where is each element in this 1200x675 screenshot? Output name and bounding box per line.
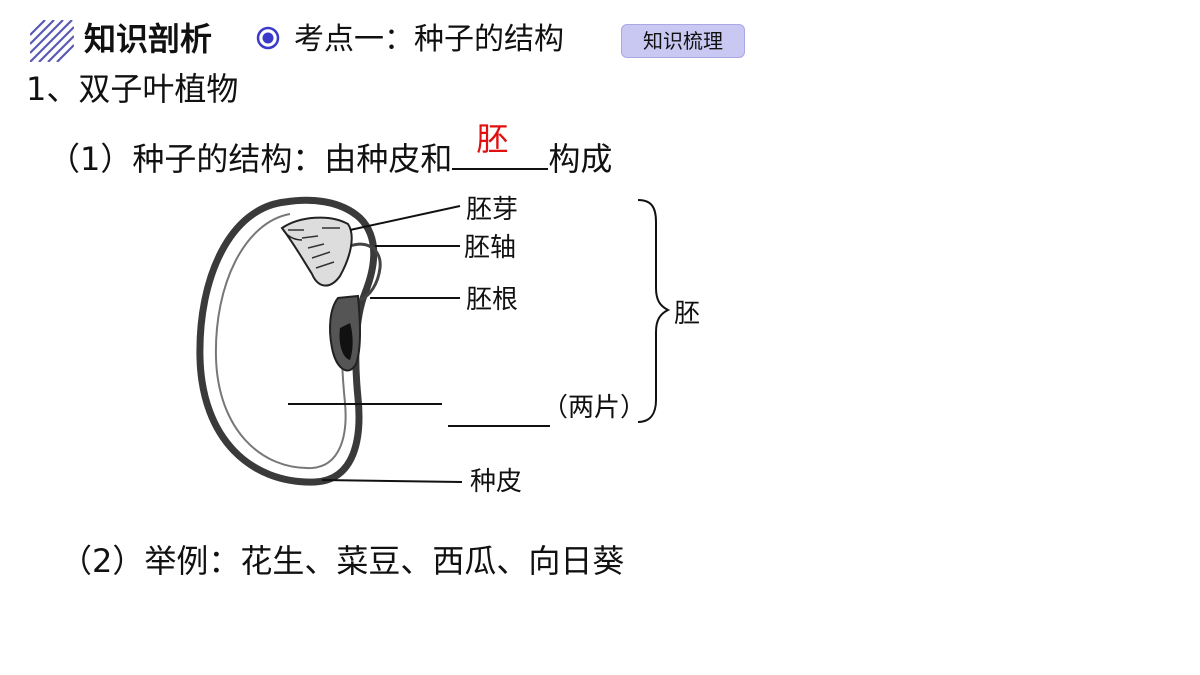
label-cotyledon-note: （两片） [542, 393, 646, 423]
topic-title: 考点一：种子的结构 [294, 22, 564, 57]
hypocotyl-shape [349, 242, 382, 302]
cotyledon-outline [214, 213, 347, 470]
knowledge-review-button[interactable]: 知识梳理 [621, 24, 745, 58]
embryo-brace [637, 199, 671, 423]
section-title: 知识剖析 [84, 20, 213, 58]
answer-text: 胚 [476, 120, 509, 158]
statement-suffix: 构成 [548, 140, 613, 178]
answer-blank: 胚 [452, 120, 549, 170]
label-embryo: 胚 [674, 299, 700, 329]
label-hypocotyl: 胚轴 [464, 233, 516, 263]
plumule-shape [280, 216, 353, 287]
radio-selected-icon [256, 26, 280, 50]
bean-seed-diagram: 胚芽 胚轴 胚根 胚 （两片） 种皮 [196, 195, 700, 497]
statement-prefix: （1）种子的结构：由种皮和 [48, 140, 453, 178]
heading-dicot: 1、双子叶植物 [26, 70, 239, 108]
examples-statement: （2）举例：花生、菜豆、西瓜、向日葵 [60, 542, 625, 580]
label-radicle: 胚根 [466, 285, 518, 315]
hatch-decoration-icon [30, 20, 74, 62]
label-plumule: 胚芽 [466, 195, 518, 225]
seed-structure-statement: （1）种子的结构：由种皮和胚构成 [48, 120, 613, 180]
label-seed-coat: 种皮 [470, 467, 522, 497]
